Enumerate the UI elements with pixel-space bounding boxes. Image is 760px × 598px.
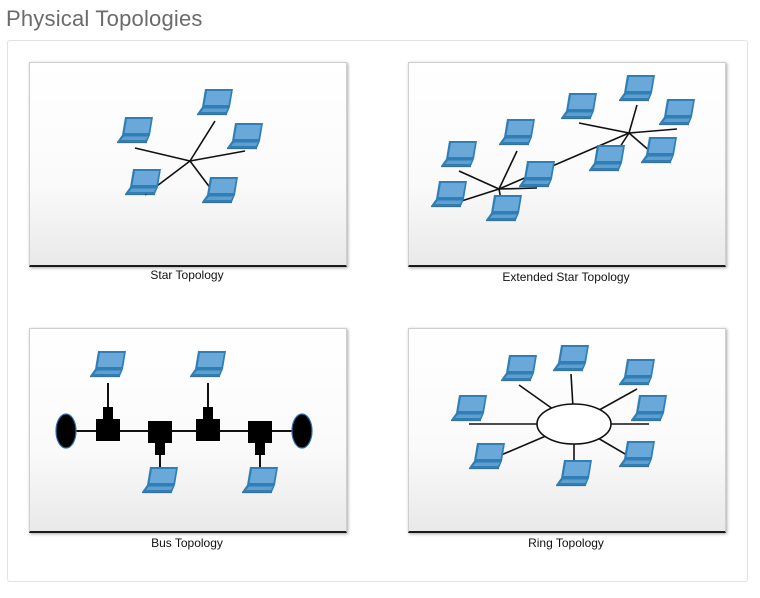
bus-topology-caption: Bus Topology — [151, 536, 223, 550]
laptop-icon — [499, 119, 535, 146]
bus-topology-diagram — [55, 351, 313, 494]
ring-topology-caption: Ring Topology — [528, 536, 604, 550]
bus-terminator — [55, 413, 77, 449]
bus-tap — [148, 421, 172, 455]
ring-topology-diagram — [451, 345, 667, 487]
laptop-icon — [553, 345, 589, 372]
bus-taps — [96, 407, 272, 455]
bus-tap — [96, 407, 120, 441]
star-topology-diagram — [117, 89, 263, 204]
ext-link — [498, 187, 538, 190]
laptop-icon — [589, 145, 625, 172]
laptop-icon — [556, 460, 592, 487]
laptop-icon — [117, 117, 153, 144]
bus-tap — [196, 407, 220, 441]
laptop-icon — [659, 99, 695, 126]
ext-link — [628, 128, 678, 134]
laptop-icon — [501, 355, 537, 382]
extended-star-topology-panel — [408, 62, 726, 267]
ring-topology-panel — [408, 328, 726, 533]
bus-terminator — [291, 413, 313, 449]
laptop-icon — [202, 177, 238, 204]
laptop-icon — [561, 93, 597, 120]
laptop-icon — [142, 467, 178, 494]
backbone-link — [498, 132, 630, 190]
laptop-icon — [469, 443, 505, 470]
ext-link — [628, 104, 638, 134]
laptop-icon — [90, 351, 126, 378]
laptop-icon — [619, 359, 655, 386]
ext-link — [578, 122, 630, 134]
star-topology-caption: Star Topology — [150, 268, 224, 282]
laptop-icon — [125, 169, 161, 196]
laptop-icon — [441, 141, 477, 168]
extended-star-topology-diagram — [431, 75, 695, 222]
laptop-icon — [451, 395, 487, 422]
laptop-icon — [519, 161, 555, 188]
ext-link — [458, 170, 500, 190]
ring-ellipse — [536, 403, 612, 445]
page-title: Physical Topologies — [6, 6, 203, 31]
star-link — [189, 150, 246, 162]
laptop-icon — [431, 181, 467, 208]
laptop-icon — [190, 351, 226, 378]
laptop-icon — [619, 75, 655, 102]
laptop-icon — [197, 89, 233, 116]
laptop-icon — [486, 195, 522, 222]
laptop-icon — [227, 123, 263, 150]
laptop-icon — [619, 441, 655, 468]
laptop-icon — [641, 137, 677, 164]
bus-tap — [248, 421, 272, 455]
laptop-icon — [631, 395, 667, 422]
star-topology-panel — [29, 62, 347, 267]
star-link — [189, 120, 216, 162]
bus-terminators — [55, 413, 313, 449]
laptop-icon — [242, 467, 278, 494]
bus-topology-panel — [29, 328, 347, 533]
star-link — [134, 147, 191, 162]
ext-link — [498, 150, 518, 190]
extended-star-topology-caption: Extended Star Topology — [502, 270, 630, 284]
